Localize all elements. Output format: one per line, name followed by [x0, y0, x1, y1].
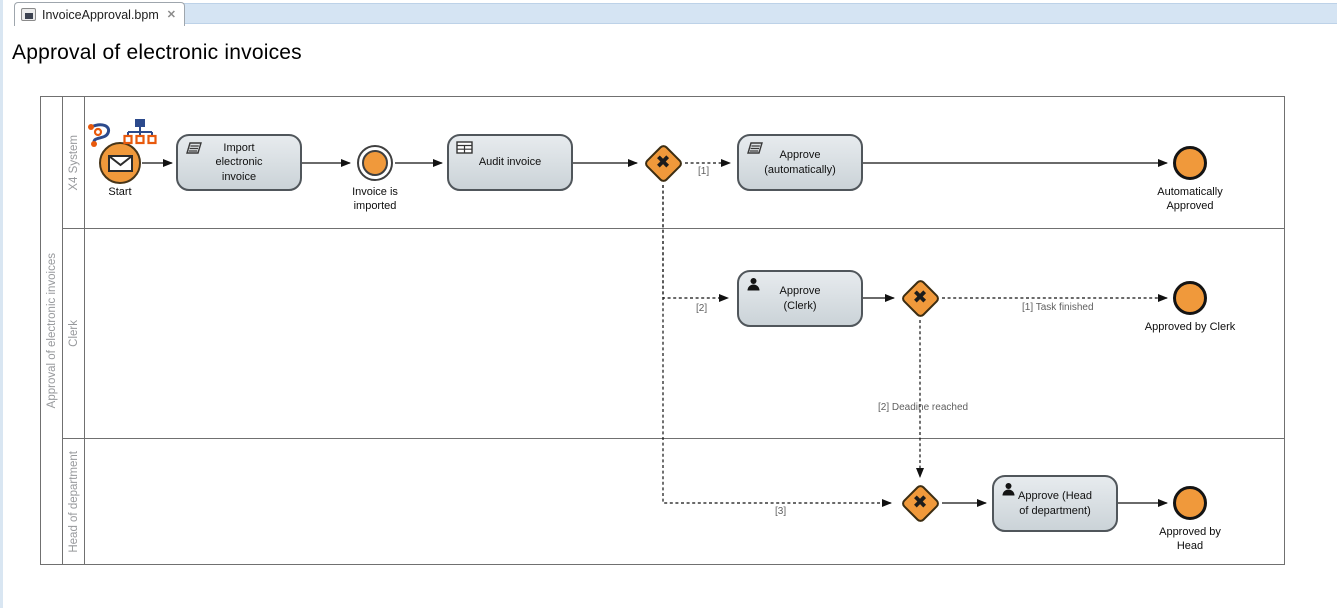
- editor-tab-bar: InvoiceApproval.bpm ✕: [3, 0, 1337, 28]
- gateway-xor-3[interactable]: ✖: [899, 482, 941, 524]
- flow-label-1: [1]: [698, 166, 710, 177]
- tab-strip-filler: [163, 3, 1337, 24]
- gateway-xor-2[interactable]: ✖: [899, 277, 941, 319]
- task-label: Approve (automatically): [764, 149, 836, 176]
- end-event-approved-by-clerk[interactable]: [1173, 281, 1207, 315]
- org-hierarchy-icon: [123, 119, 157, 145]
- lane-head-of-department-label: Head of department: [67, 450, 80, 553]
- intermediate-event-label: Invoice is imported: [352, 186, 398, 212]
- flow-label-task-finished: [1] Task finished: [1022, 302, 1094, 313]
- person-icon: [747, 278, 760, 291]
- xor-icon: ✖: [912, 287, 928, 308]
- automated-task-icon: [747, 142, 763, 154]
- lane-clerk-body[interactable]: [85, 229, 1284, 438]
- task-label: Approve (Head of department): [1018, 490, 1092, 517]
- automated-task-icon: [186, 142, 202, 154]
- end-event-label: Approved by Head: [1159, 526, 1221, 552]
- task-approve-automatically[interactable]: Approve (automatically): [737, 134, 863, 191]
- process-path-icon: [88, 123, 111, 147]
- task-label: Approve (Clerk): [779, 285, 821, 312]
- xor-icon: ✖: [655, 152, 671, 173]
- lane-x4-system[interactable]: X4 System: [63, 97, 1284, 228]
- lane-x4-system-label: X4 System: [67, 134, 80, 191]
- lane-clerk-label: Clerk: [67, 320, 80, 347]
- end-event-label: Automatically Approved: [1157, 186, 1223, 212]
- form-table-icon: [456, 141, 473, 154]
- message-icon: [107, 154, 133, 172]
- intermediate-event-invoice-imported[interactable]: [357, 145, 393, 181]
- intermediate-event-inner-ring: [362, 150, 388, 176]
- bpm-file-icon: [21, 8, 36, 21]
- task-label: Import electronic invoice: [215, 142, 263, 183]
- lane-head-of-department-header[interactable]: Head of department: [63, 439, 85, 564]
- lane-clerk[interactable]: Clerk: [63, 228, 1284, 438]
- close-icon[interactable]: ✕: [166, 9, 176, 21]
- pool-header[interactable]: Approval of electronic invoices: [41, 97, 63, 564]
- task-approve-clerk[interactable]: Approve (Clerk): [737, 270, 863, 327]
- gateway-xor-1[interactable]: ✖: [642, 142, 684, 184]
- person-icon: [1002, 483, 1015, 496]
- start-event-label: Start: [108, 186, 132, 198]
- window-left-border: [0, 0, 3, 608]
- xor-icon: ✖: [912, 492, 928, 513]
- start-event[interactable]: [99, 142, 141, 184]
- flow-label-deadline-reached: [2] Deadine reached: [878, 402, 969, 413]
- task-import-electronic-invoice[interactable]: Import electronic invoice: [176, 134, 302, 191]
- lane-x4-system-header[interactable]: X4 System: [63, 97, 85, 228]
- diagram-title: Approval of electronic invoices: [12, 41, 302, 64]
- task-audit-invoice[interactable]: Audit invoice: [447, 134, 573, 191]
- lane-clerk-header[interactable]: Clerk: [63, 229, 85, 438]
- tab-title: InvoiceApproval.bpm: [42, 7, 159, 22]
- end-event-label: Approved by Clerk: [1144, 321, 1236, 333]
- task-approve-head-of-department[interactable]: Approve (Head of department): [992, 475, 1118, 532]
- task-label: Audit invoice: [478, 156, 542, 169]
- flow-label-3: [3]: [775, 506, 787, 517]
- pool-label: Approval of electronic invoices: [45, 252, 58, 409]
- tab-invoice-approval[interactable]: InvoiceApproval.bpm ✕: [14, 2, 185, 26]
- end-event-approved-by-head[interactable]: [1173, 486, 1207, 520]
- flow-label-2: [2]: [696, 303, 708, 314]
- end-event-automatically-approved[interactable]: [1173, 146, 1207, 180]
